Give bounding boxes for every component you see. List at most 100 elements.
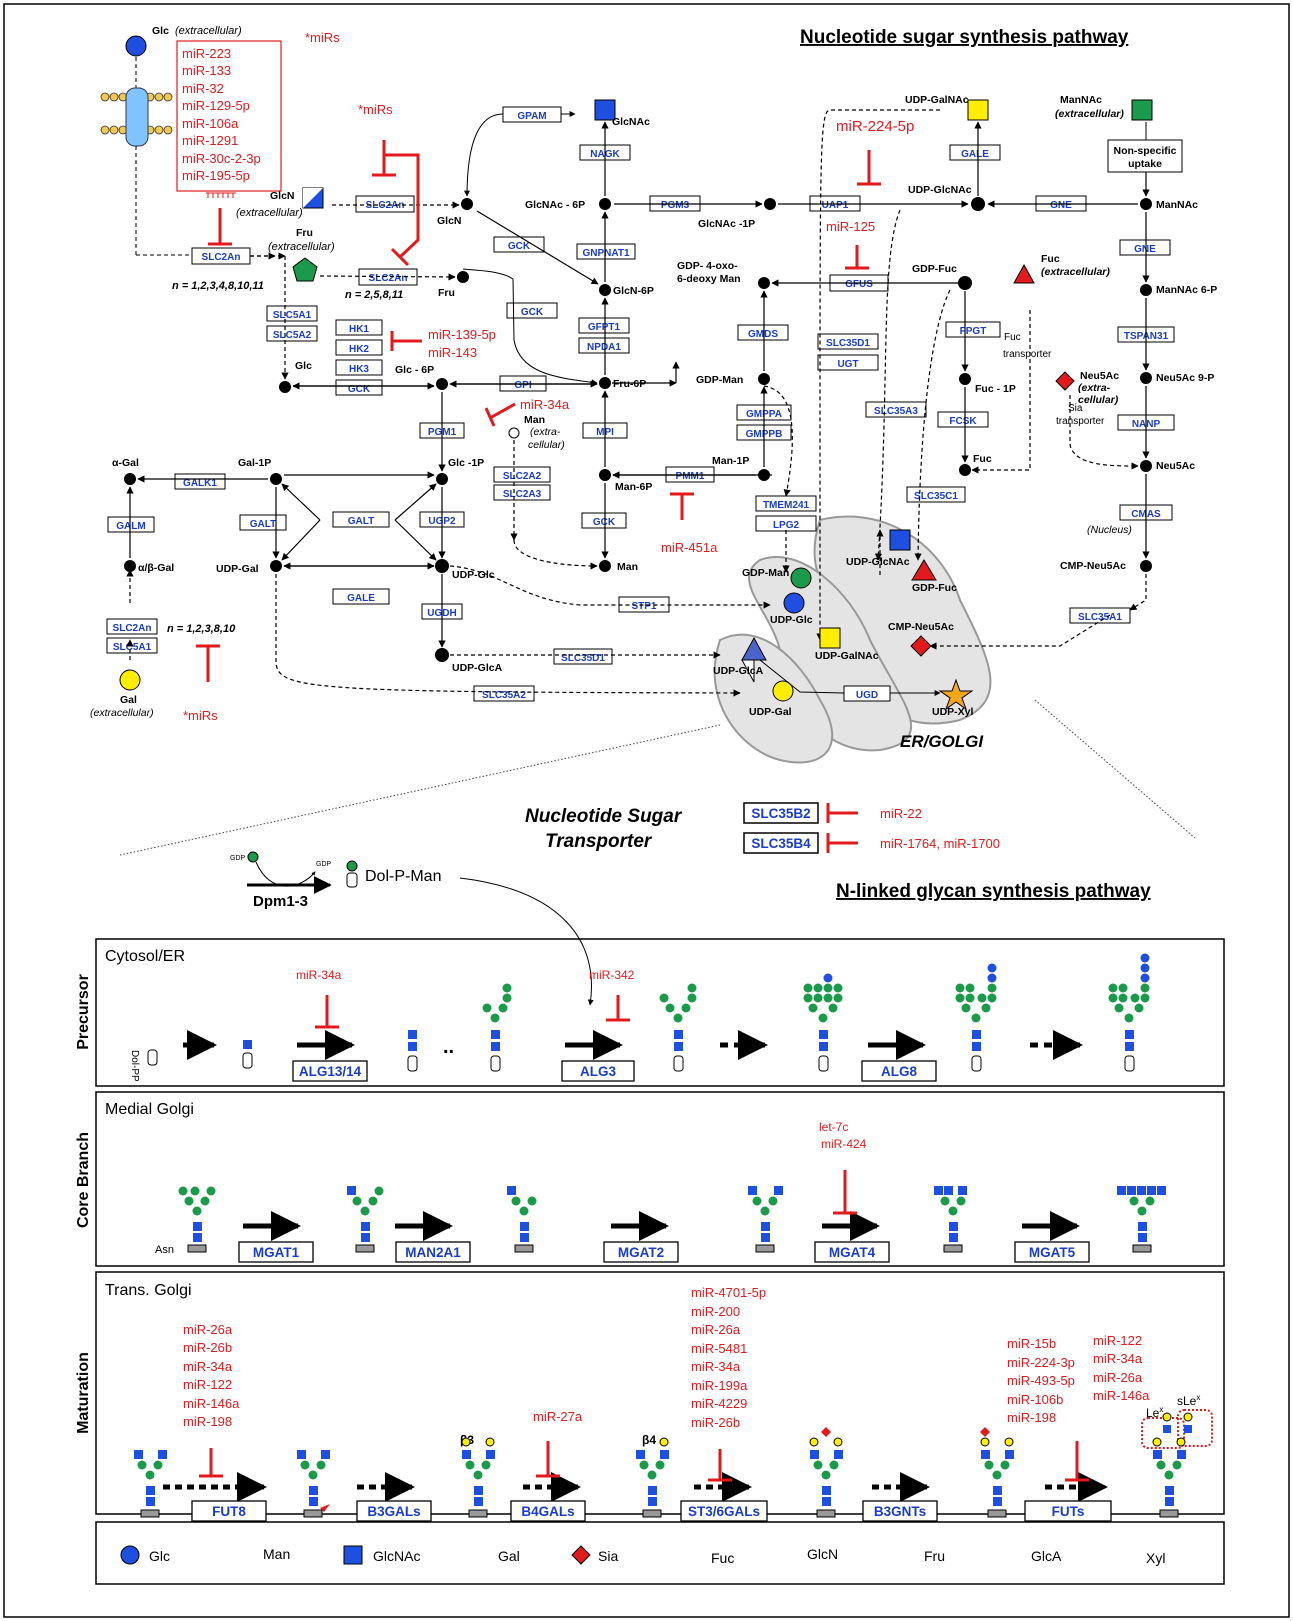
svg-text:Non-specific: Non-specific	[1113, 145, 1176, 157]
svg-text:(Nucleus): (Nucleus)	[1087, 524, 1132, 536]
svg-text:Glc - 6P: Glc - 6P	[395, 364, 434, 376]
enzyme-boxes	[106, 106, 1175, 702]
svg-text:miR-200: miR-200	[691, 1304, 740, 1319]
svg-text:SLC5A2: SLC5A2	[273, 330, 312, 341]
svg-text:GDP: GDP	[230, 855, 246, 862]
legend-box	[95, 1521, 1225, 1585]
er-golgi-label: ER/GOLGI	[900, 732, 984, 751]
dpm-reaction: GDP GDP Dpm1-3 Dol-P-Man	[230, 851, 594, 1006]
precursor-glycans	[242, 953, 1150, 1072]
svg-text:GALE: GALE	[961, 149, 989, 160]
svg-text:GDP: GDP	[316, 861, 332, 868]
svg-text:GCK: GCK	[593, 517, 616, 528]
svg-text:Gal: Gal	[498, 1548, 520, 1564]
svg-text:SLC35D1: SLC35D1	[561, 653, 605, 664]
svg-text:Neu5Ac: Neu5Ac	[1080, 370, 1119, 382]
svg-text:n = 1,2,3,8,10: n = 1,2,3,8,10	[167, 623, 236, 635]
glcnac-ext-icon	[594, 99, 616, 121]
svg-text:FCSK: FCSK	[949, 416, 977, 427]
svg-text:GNE: GNE	[1050, 200, 1072, 211]
svg-text:Dpm1-3: Dpm1-3	[253, 893, 308, 910]
svg-text:Xyl: Xyl	[1146, 1550, 1165, 1566]
svg-text:ManNAc: ManNAc	[1156, 199, 1198, 211]
pathway-arrows	[126, 121, 1150, 648]
svg-text:UDP-Glc: UDP-Glc	[770, 614, 813, 626]
svg-text:ALG8: ALG8	[881, 1064, 917, 1079]
nucleotide-title: Nucleotide sugar synthesis pathway	[800, 27, 1129, 48]
svg-text:miR-146a: miR-146a	[1093, 1388, 1150, 1403]
svg-text:Trans. Golgi: Trans. Golgi	[105, 1282, 192, 1299]
svg-text:Man: Man	[263, 1546, 290, 1562]
svg-text:n = 1,2,3,4,8,10,11: n = 1,2,3,4,8,10,11	[172, 280, 264, 292]
svg-text:miR-34a: miR-34a	[183, 1359, 233, 1374]
svg-text:miR-26a: miR-26a	[183, 1322, 233, 1337]
fru-ext-icon	[292, 257, 318, 282]
svg-text:UDP-Gal: UDP-Gal	[216, 563, 259, 575]
svg-text:GALT: GALT	[348, 516, 374, 527]
man-ext-node	[508, 427, 520, 439]
svg-text:Dol-P-Man: Dol-P-Man	[365, 868, 441, 885]
svg-text:GlcN-6P: GlcN-6P	[613, 285, 654, 297]
svg-text:Neu5Ac: Neu5Ac	[1156, 460, 1195, 472]
svg-text:UDP-GalNAc: UDP-GalNAc	[815, 650, 879, 662]
svg-text:miR-195-5p: miR-195-5p	[182, 168, 250, 183]
svg-text:Asn: Asn	[155, 1244, 174, 1256]
figure-frame	[3, 3, 1290, 1618]
svg-text:SLC2An: SLC2An	[202, 252, 241, 263]
svg-text:ALG13/14: ALG13/14	[299, 1064, 362, 1079]
svg-text:SLC35B2: SLC35B2	[751, 806, 810, 821]
svg-text:..: ..	[443, 1036, 454, 1058]
gal-ext-icon	[119, 669, 141, 691]
svg-text:GDP-Man: GDP-Man	[696, 374, 743, 386]
svg-text:β4: β4	[642, 1433, 656, 1447]
svg-text:miR-26a: miR-26a	[1093, 1370, 1143, 1385]
svg-text:SLC2A2: SLC2A2	[503, 471, 542, 482]
svg-text:UAP1: UAP1	[822, 200, 849, 211]
svg-text:Glc: Glc	[149, 1548, 170, 1564]
svg-text:Glc -1P: Glc -1P	[448, 457, 484, 469]
metabolite-nodes	[124, 197, 1152, 662]
svg-text:FUTs: FUTs	[1052, 1504, 1085, 1519]
legend-glcnac-icon	[343, 1545, 363, 1565]
panel-precursor	[95, 938, 1225, 1087]
svg-text:miR-146a: miR-146a	[183, 1396, 240, 1411]
svg-text:miR-224-5p: miR-224-5p	[836, 118, 914, 135]
svg-text:miR-122: miR-122	[1093, 1333, 1142, 1348]
svg-text:B3GALs: B3GALs	[367, 1504, 420, 1519]
svg-text:UDP-Gal: UDP-Gal	[749, 706, 792, 718]
zoom-line-right	[1034, 699, 1196, 839]
svg-text:Fru-6P: Fru-6P	[613, 378, 646, 390]
svg-text:STP1: STP1	[631, 601, 656, 612]
fru-ext-label: Fru	[296, 227, 313, 239]
maturation-mirs: miR-26a miR-26b miR-34a miR-122 miR-146a…	[183, 1285, 1150, 1430]
svg-text:cellular): cellular)	[1078, 394, 1119, 406]
svg-text:UDP-GlcNAc: UDP-GlcNAc	[908, 184, 972, 196]
svg-text:ManNAc 6-P: ManNAc 6-P	[1156, 284, 1217, 296]
svg-text:GDP- 4-oxo-: GDP- 4-oxo-	[677, 260, 738, 272]
svg-text:MGAT1: MGAT1	[253, 1245, 300, 1260]
svg-text:*miRs: *miRs	[183, 708, 218, 723]
core-glycans	[178, 1186, 1166, 1253]
svg-text:GCK: GCK	[521, 307, 544, 318]
svg-text:miR-34a: miR-34a	[296, 968, 342, 982]
svg-text:FPGT: FPGT	[960, 326, 987, 337]
zoom-line-left	[119, 724, 721, 856]
svg-text:ManNAc: ManNAc	[1060, 94, 1102, 106]
svg-text:HK2: HK2	[349, 344, 369, 355]
svg-text:miR-106a: miR-106a	[182, 116, 239, 131]
svg-text:transporter: transporter	[1003, 349, 1052, 360]
svg-text:(extracellular): (extracellular)	[236, 207, 303, 219]
svg-text:SLC2An: SLC2An	[113, 623, 152, 634]
svg-text:miR-26b: miR-26b	[691, 1415, 740, 1430]
svg-text:miR-139-5p: miR-139-5p	[428, 327, 496, 342]
svg-text:PGM3: PGM3	[661, 200, 690, 211]
svg-text:GALM: GALM	[116, 521, 145, 532]
svg-text:MGAT2: MGAT2	[618, 1245, 664, 1260]
svg-text:SLC2A3: SLC2A3	[503, 489, 542, 500]
svg-text:Gal: Gal	[120, 694, 137, 706]
svg-text:GlcNAc -1P: GlcNAc -1P	[698, 218, 755, 230]
svg-text:NPDA1: NPDA1	[587, 342, 621, 353]
legend-glc-icon	[120, 1545, 140, 1565]
svg-text:MGAT4: MGAT4	[829, 1245, 876, 1260]
svg-text:miR-5481: miR-5481	[691, 1341, 747, 1356]
